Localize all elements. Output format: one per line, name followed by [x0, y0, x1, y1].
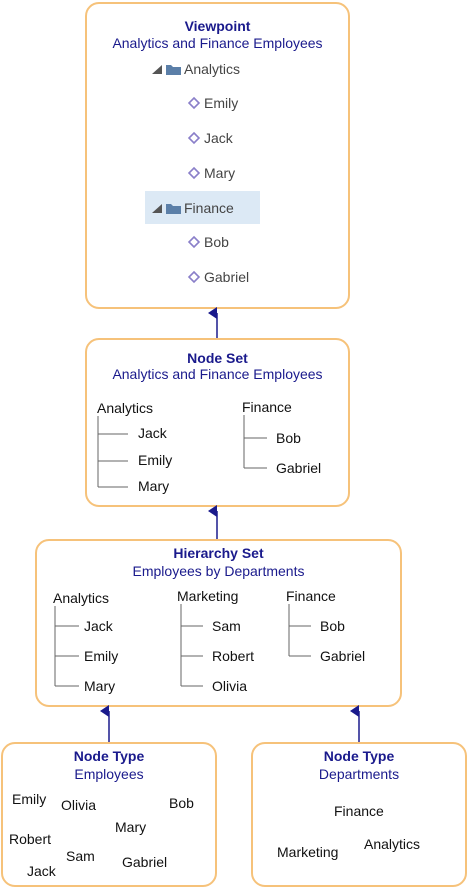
- tree-branch: [97, 416, 128, 488]
- employee-member: Emily: [12, 791, 47, 807]
- tree-member[interactable]: Jack: [204, 130, 233, 146]
- hierarchy-parent: Finance: [286, 588, 336, 604]
- hierarchy-set-title: Hierarchy Set: [173, 545, 264, 561]
- expand-triangle-icon: [152, 65, 162, 74]
- employee-member: Olivia: [61, 797, 97, 813]
- department-member: Finance: [334, 803, 384, 819]
- hierarchy-child: Robert: [212, 648, 255, 664]
- tree-node-analytics[interactable]: Analytics: [184, 61, 241, 77]
- hierarchy-parent: Analytics: [53, 590, 110, 606]
- node-set-child: Jack: [138, 425, 167, 441]
- employee-member: Jack: [27, 863, 56, 879]
- tree-branch: [243, 415, 267, 469]
- tree-branch: [54, 606, 79, 687]
- node-type-departments-subtitle: Departments: [318, 766, 400, 782]
- node-set-child: Mary: [138, 478, 170, 494]
- hierarchy-child: Mary: [84, 678, 116, 694]
- node-type-departments-title: Node Type: [323, 748, 395, 764]
- hierarchy-child: Olivia: [212, 678, 248, 694]
- member-icon: [187, 235, 201, 249]
- hierarchy-child: Jack: [84, 618, 113, 634]
- employee-member: Bob: [169, 795, 194, 811]
- tree-member[interactable]: Gabriel: [204, 269, 250, 285]
- tree-member[interactable]: Bob: [204, 234, 229, 250]
- node-set-box: Node Set Analytics and Finance Employees: [85, 338, 350, 507]
- member-icon: [187, 131, 201, 145]
- node-set-child: Gabriel: [276, 460, 322, 476]
- node-set-parent: Analytics: [97, 400, 154, 416]
- hierarchy-child: Gabriel: [320, 648, 366, 664]
- node-type-departments-box: Node Type Departments: [251, 742, 467, 887]
- department-member: Marketing: [277, 844, 339, 860]
- viewpoint-box: Viewpoint Analytics and Finance Employee…: [85, 2, 350, 309]
- hierarchy-child: Emily: [84, 648, 119, 664]
- viewpoint-subtitle: Analytics and Finance Employees: [112, 35, 323, 51]
- folder-icon: [166, 65, 181, 75]
- hierarchy-parent: Marketing: [177, 588, 239, 604]
- node-set-child: Emily: [138, 452, 173, 468]
- node-set-title: Node Set: [187, 350, 248, 366]
- hierarchy-set-box: Hierarchy Set Employees by Departments: [35, 539, 402, 707]
- employee-member: Sam: [66, 848, 95, 864]
- employee-member: Mary: [115, 819, 147, 835]
- node-set-child: Bob: [276, 430, 301, 446]
- member-icon: [187, 96, 201, 110]
- node-type-employees-title: Node Type: [73, 748, 145, 764]
- tree-member[interactable]: Mary: [204, 165, 236, 181]
- department-member: Analytics: [364, 836, 421, 852]
- node-set-subtitle: Analytics and Finance Employees: [112, 366, 323, 382]
- employee-member: Robert: [9, 831, 52, 847]
- node-type-employees-box: Node Type Employees: [1, 742, 217, 887]
- member-icon: [187, 270, 201, 284]
- hierarchy-set-subtitle: Employees by Departments: [132, 563, 305, 579]
- hierarchy-child: Bob: [320, 618, 345, 634]
- tree-selection-highlight: [145, 191, 260, 224]
- tree-member[interactable]: Emily: [204, 95, 239, 111]
- node-type-employees-subtitle: Employees: [74, 766, 144, 782]
- viewpoint-title: Viewpoint: [184, 18, 251, 34]
- employee-member: Gabriel: [122, 854, 168, 870]
- tree-branch: [180, 604, 203, 687]
- tree-branch: [288, 604, 311, 657]
- member-icon: [187, 166, 201, 180]
- expand-triangle-icon: [152, 204, 162, 213]
- hierarchy-child: Sam: [212, 618, 241, 634]
- node-set-parent: Finance: [242, 399, 292, 415]
- tree-node-finance[interactable]: Finance: [184, 200, 234, 216]
- folder-icon: [166, 204, 181, 214]
